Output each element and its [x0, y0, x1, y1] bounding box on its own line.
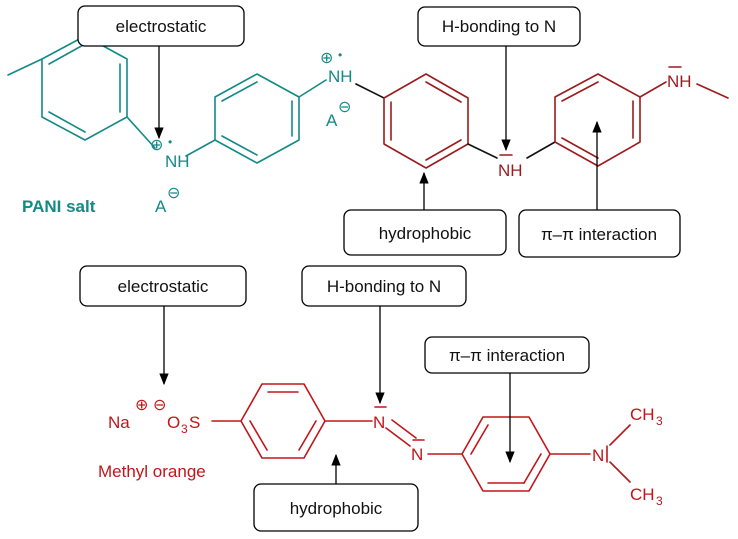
electrostatic-label-bottom: electrostatic — [118, 277, 209, 296]
maroon-nh-end: NH — [667, 72, 692, 91]
pani-anion-lower: A — [155, 197, 167, 216]
pani-text: NH ⊕ • A ⊖ NH ⊕ • A ⊖ PANI salt — [22, 48, 353, 216]
mo-o3s-o: O — [167, 413, 180, 432]
pani-anion-charge-lower: ⊖ — [167, 185, 180, 202]
mo-sulfonate-charge: ⊖ — [153, 397, 166, 414]
pani-ring-2 — [214, 73, 300, 164]
label-box-hydrophobic-top: hydrophobic — [343, 209, 507, 256]
label-box-electrostatic-top: electrostatic — [77, 5, 245, 47]
maroon-nh-mid: NH — [498, 161, 523, 180]
mo-ch3-top-sub: 3 — [656, 414, 663, 428]
pani-ring-1 — [41, 35, 128, 141]
maroon-text: NH NH — [498, 66, 692, 180]
hydrophobic-label-top: hydrophobic — [379, 224, 472, 243]
label-box-pipi-top: π–π interaction — [518, 209, 681, 258]
methyl-bond — [7, 58, 43, 76]
polymer-maroon-structure — [383, 73, 729, 169]
methyl-orange-text: Na ⊕ ⊖ O 3 S N N N CH 3 CH 3 Methyl oran… — [98, 397, 663, 508]
methyl-orange-structure — [211, 383, 631, 492]
pani-nh-upper: NH — [328, 67, 353, 86]
pani-anion-charge-upper: ⊖ — [338, 99, 351, 116]
maroon-ring-1 — [383, 73, 469, 169]
pipi-label-bottom: π–π interaction — [449, 346, 565, 365]
interaction-arrows — [154, 46, 602, 484]
mo-o3s-sub: 3 — [181, 422, 188, 436]
mo-azo-n1: N — [373, 413, 385, 432]
label-box-hbond-top: H-bonding to N — [417, 6, 581, 47]
pani-nh-lower: NH — [165, 152, 190, 171]
mo-ring-1 — [240, 383, 326, 459]
pani-anion-upper: A — [326, 111, 338, 130]
label-box-electrostatic-bottom: electrostatic — [79, 265, 247, 307]
mo-amine-n: N — [592, 446, 604, 465]
mo-ch3-top: CH — [630, 405, 655, 424]
hydrophobic-label-bottom: hydrophobic — [290, 499, 383, 518]
pani-charge-plus-lower: ⊕ — [150, 137, 163, 154]
pani-charge-plus-upper: ⊕ — [320, 50, 333, 67]
label-box-pipi-bottom: π–π interaction — [424, 336, 590, 374]
mo-ch3-bottom-sub: 3 — [656, 494, 663, 508]
pani-radical-upper: • — [338, 48, 342, 62]
pani-caption: PANI salt — [22, 197, 96, 216]
pani-radical-lower: • — [168, 135, 172, 149]
mo-caption: Methyl orange — [98, 462, 206, 481]
electrostatic-label-top: electrostatic — [116, 17, 207, 36]
pipi-label-top: π–π interaction — [541, 225, 657, 244]
mo-na-charge: ⊕ — [135, 397, 148, 414]
mo-ch3-bottom: CH — [630, 485, 655, 504]
mo-o3s-s: S — [189, 413, 200, 432]
mo-azo-n2: N — [411, 445, 423, 464]
hbond-label-bottom: H-bonding to N — [327, 277, 441, 296]
mo-ring-2 — [461, 416, 551, 492]
label-box-hydrophobic-bottom: hydrophobic — [253, 483, 419, 532]
label-box-hbond-bottom: H-bonding to N — [301, 265, 467, 307]
hbond-label-top: H-bonding to N — [442, 17, 556, 36]
mo-sodium: Na — [108, 413, 130, 432]
